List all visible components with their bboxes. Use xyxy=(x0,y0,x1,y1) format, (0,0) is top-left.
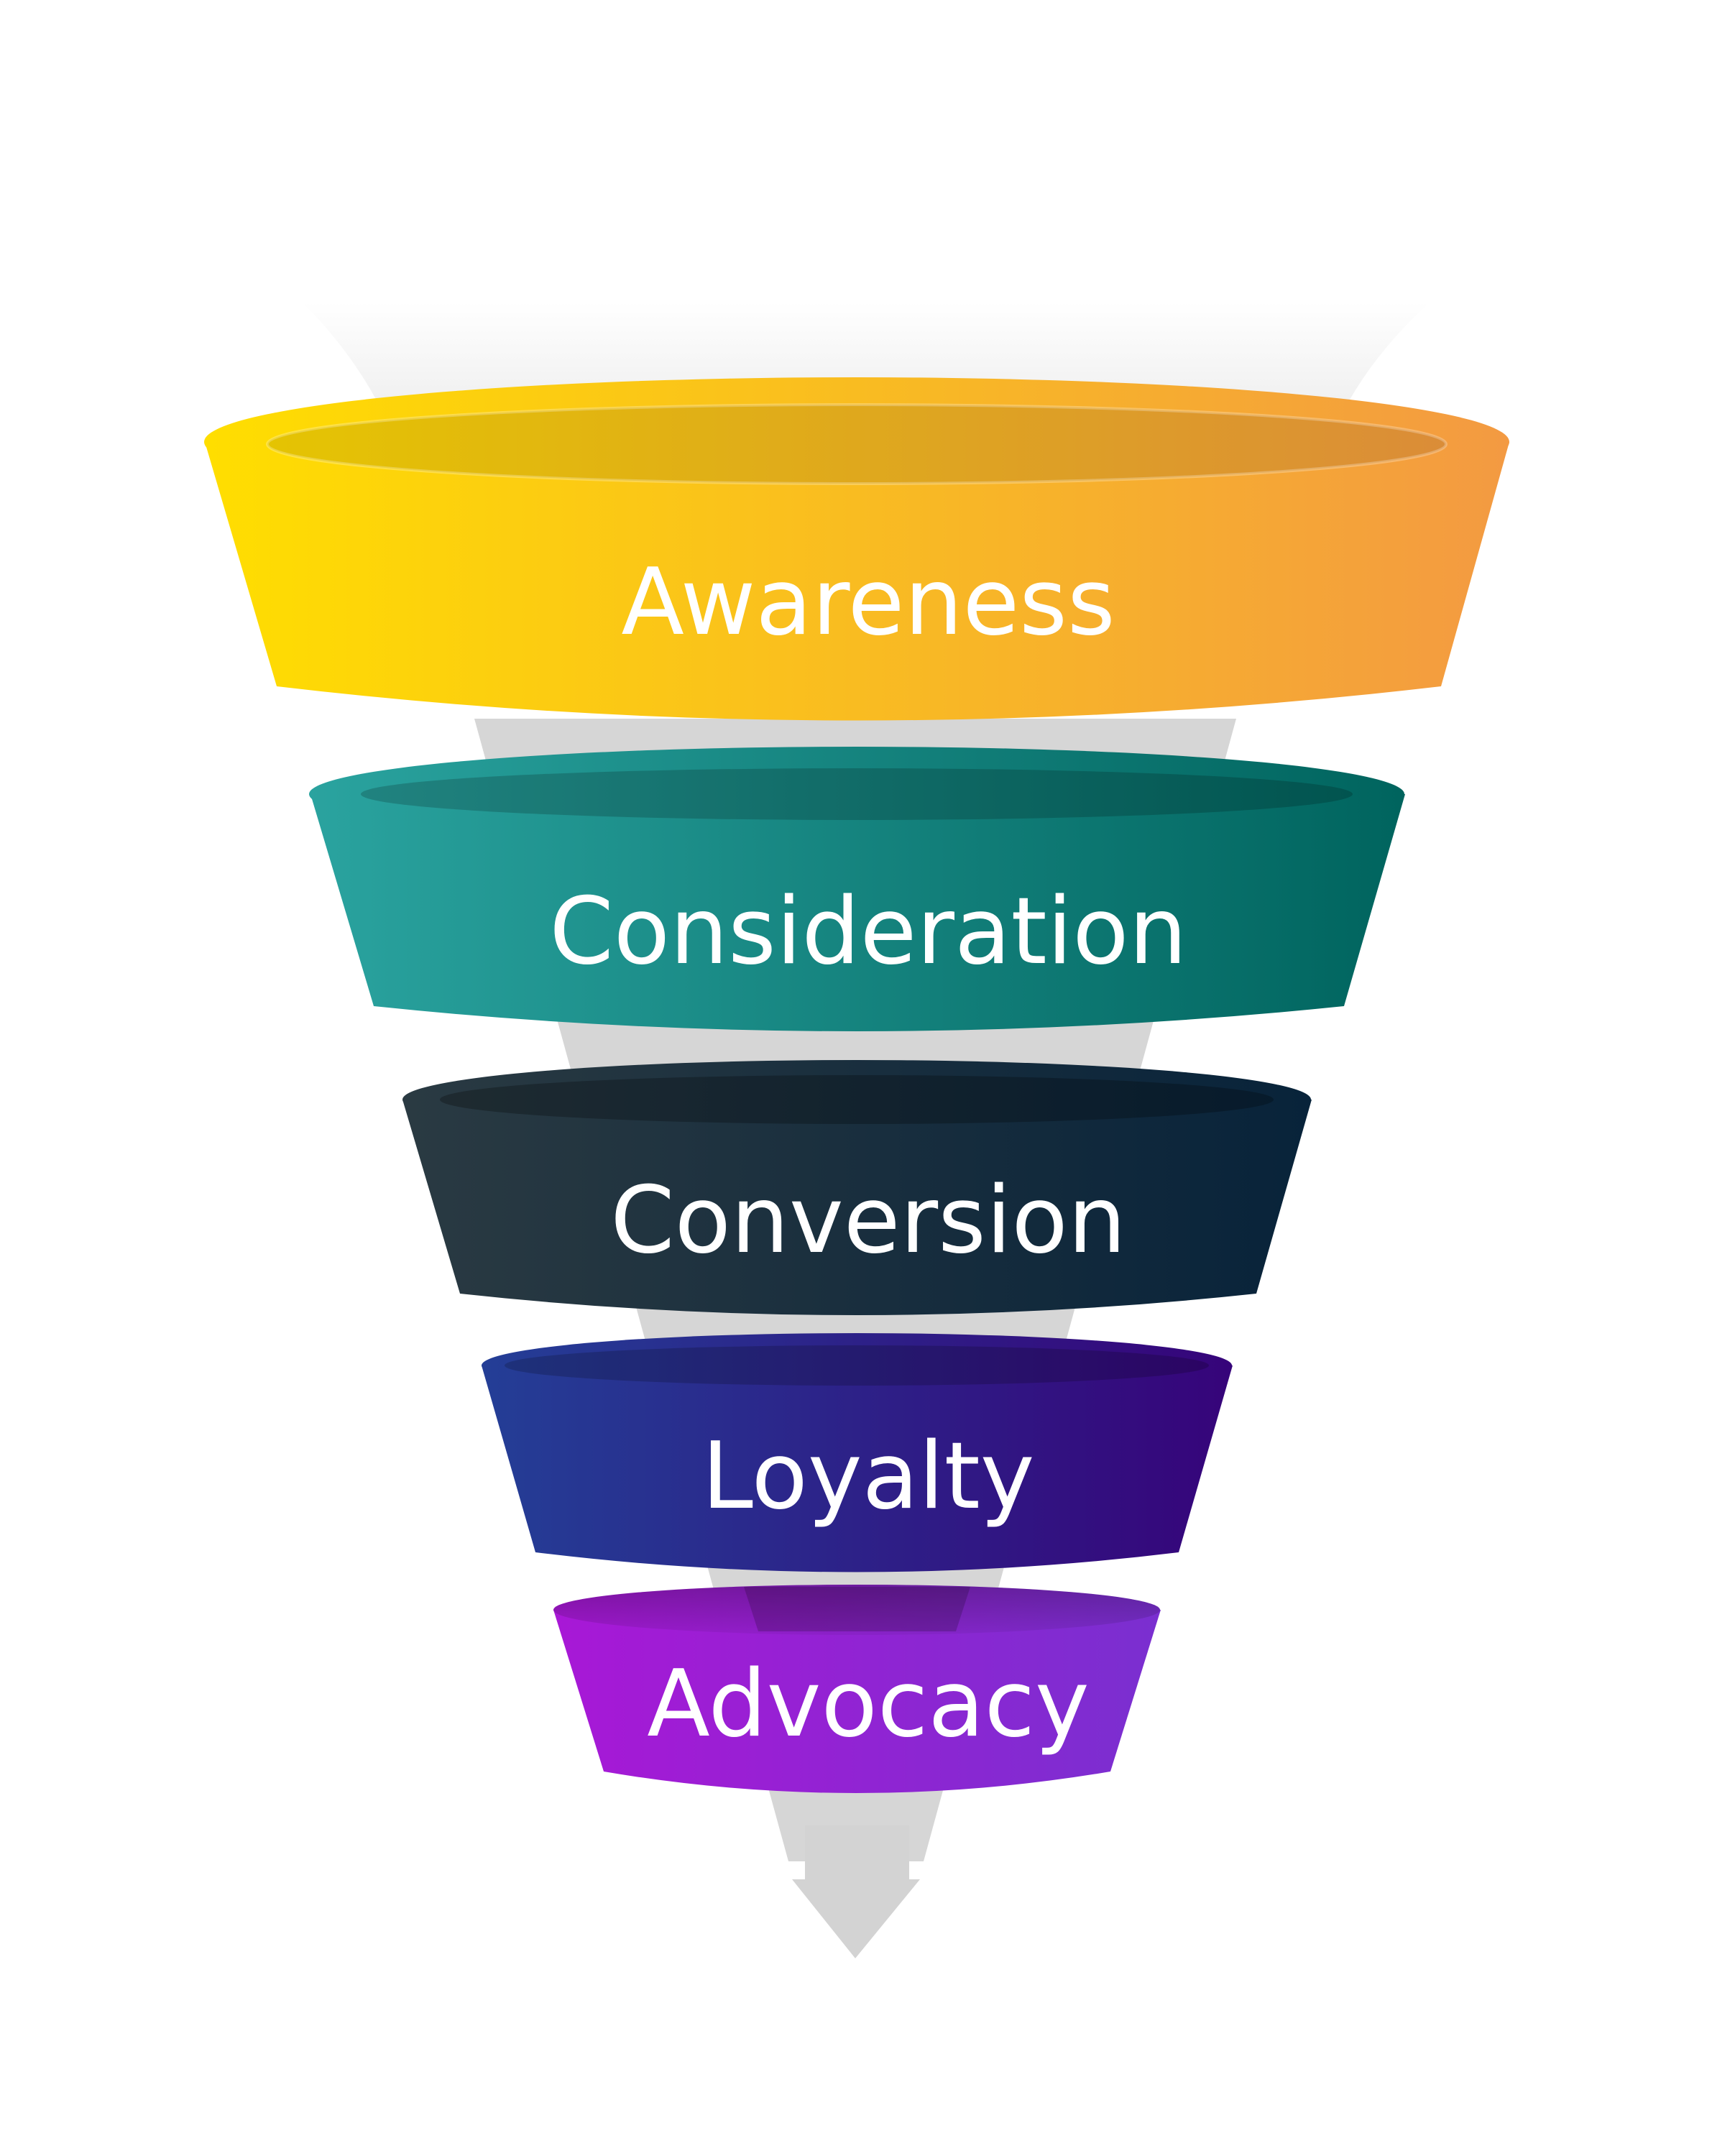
stage-label-awareness: Awareness xyxy=(621,549,1115,656)
stage-conversion xyxy=(402,1060,1312,1315)
stage-label-conversion: Conversion xyxy=(610,1167,1126,1274)
stage-label-loyalty: Loyalty xyxy=(701,1423,1034,1530)
stage-loyalty xyxy=(482,1333,1233,1572)
stage-advocacy xyxy=(553,1585,1161,1793)
stage-label-advocacy: Advocacy xyxy=(647,1651,1090,1758)
down-arrow-icon xyxy=(792,1825,920,1958)
stage-label-consideration: Consideration xyxy=(549,878,1187,985)
stage-awareness xyxy=(204,377,1509,721)
stage-consideration xyxy=(309,747,1405,1031)
